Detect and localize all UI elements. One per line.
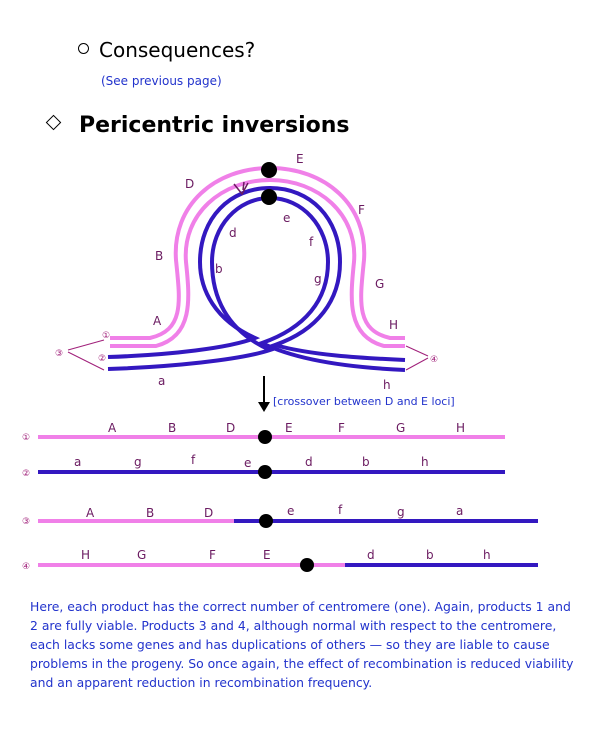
product-4-label: G <box>137 548 146 562</box>
product-number-1: ① <box>22 433 30 443</box>
centromere-product-4 <box>300 558 314 572</box>
loop-label-g: g <box>314 272 322 286</box>
product-2-label: b <box>362 455 370 469</box>
product-3-label: D <box>204 506 213 520</box>
product-2-label: e <box>244 456 251 470</box>
centromere-product-3 <box>259 514 273 528</box>
product-4: ④ H G F E d b h <box>22 548 538 572</box>
product-3-label: a <box>456 504 463 518</box>
loop-label-A: A <box>153 314 162 328</box>
strand-brackets <box>67 339 429 371</box>
circle-bullet-icon <box>78 43 89 54</box>
product-4-label: H <box>81 548 90 562</box>
consequences-text: Consequences? <box>99 38 256 62</box>
centromere-blue-loop <box>261 189 277 205</box>
product-2-label: d <box>305 455 313 469</box>
loop-label-b: b <box>215 262 223 276</box>
centromere-product-1 <box>258 430 272 444</box>
product-3-label: A <box>86 506 95 520</box>
loop-label-h: h <box>383 378 391 392</box>
loop-label-a: a <box>158 374 165 388</box>
loop-label-B: B <box>155 249 163 263</box>
product-1: ① A B D E F G H <box>22 421 505 444</box>
product-2-label: h <box>421 455 429 469</box>
product-3: ③ A B D e f g a <box>22 503 538 528</box>
loop-label-e: e <box>283 211 290 225</box>
centromere-pink-loop <box>261 162 277 178</box>
loop-strand-3: ③ <box>55 349 63 359</box>
product-3-label: e <box>287 504 294 518</box>
product-4-label: h <box>483 548 491 562</box>
pericentric-heading: Pericentric inversions <box>45 113 350 138</box>
pericentric-text: Pericentric inversions <box>79 113 350 138</box>
product-1-label: A <box>108 421 117 435</box>
consequences-bullet: Consequences? <box>78 38 255 62</box>
loop-label-f: f <box>309 235 314 249</box>
loop-label-H: H <box>389 318 398 332</box>
product-1-label: H <box>456 421 465 435</box>
product-2-label: a <box>74 455 81 469</box>
product-2-label: f <box>191 453 196 467</box>
loop-strand-2: ② <box>98 354 106 364</box>
loop-label-d: d <box>229 226 237 240</box>
crossover-note: [crossover between D and E loci] <box>273 395 455 408</box>
crossover-tick-icon <box>233 181 249 196</box>
see-previous-note: (See previous page) <box>101 74 222 88</box>
centromere-product-2 <box>258 465 272 479</box>
loop-strand-4: ④ <box>430 355 438 365</box>
product-3-label: B <box>146 506 154 520</box>
product-2-label: g <box>134 455 142 469</box>
product-4-label: d <box>367 548 375 562</box>
explanation-paragraph: Here, each product has the correct numbe… <box>30 599 574 690</box>
product-1-label: B <box>168 421 176 435</box>
product-3-label: g <box>397 505 405 519</box>
product-number-4: ④ <box>22 562 30 572</box>
product-1-label: D <box>226 421 235 435</box>
product-4-label: E <box>263 548 271 562</box>
product-number-2: ② <box>22 469 30 479</box>
product-3-label: f <box>338 503 343 517</box>
product-number-3: ③ <box>22 517 30 527</box>
product-4-label: b <box>426 548 434 562</box>
loop-label-E: E <box>296 152 304 166</box>
product-2: ② a g f e d b h <box>22 453 505 479</box>
product-4-label: F <box>209 548 216 562</box>
loop-label-F: F <box>358 203 365 217</box>
down-arrow-icon <box>258 376 270 412</box>
product-1-label: F <box>338 421 345 435</box>
loop-label-D: D <box>185 177 194 191</box>
product-1-label: G <box>396 421 405 435</box>
loop-label-G: G <box>375 277 384 291</box>
loop-strand-1: ① <box>102 331 110 341</box>
product-1-label: E <box>285 421 293 435</box>
